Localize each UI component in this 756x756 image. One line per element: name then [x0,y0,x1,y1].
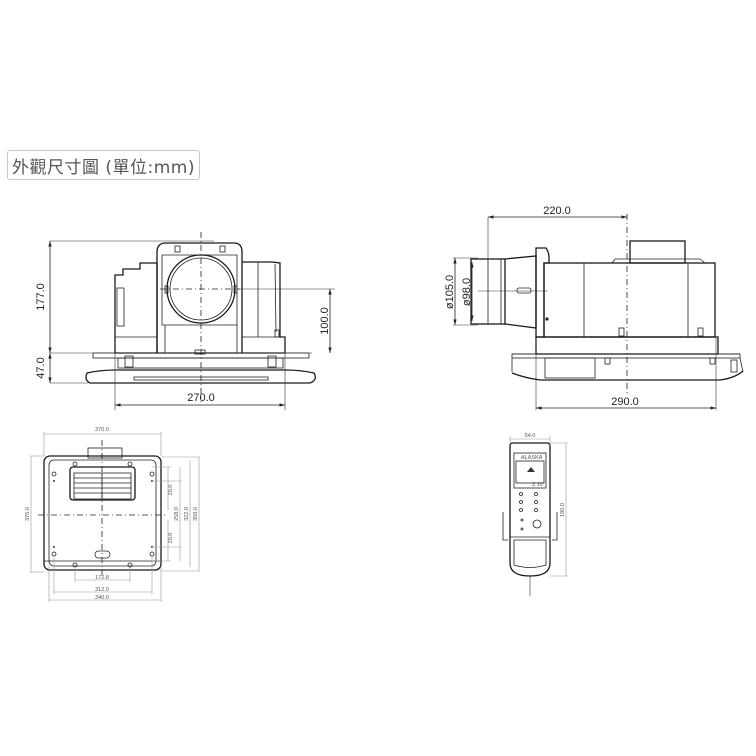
dim-172-8: 172.8 [95,575,109,581]
dim-20-top: 20.0 [168,485,174,496]
dim-370: 370.0 [95,427,109,433]
remote-control: ALASKA 2:10 54.0 180.0 [502,433,568,596]
dim-375: 375.0 [25,507,31,521]
diagram-title: 外觀尺寸圖 (單位:mm) [7,150,200,180]
remote-display: 2:10 [532,482,543,488]
dim-290: 290.0 [611,396,639,408]
dim-340: 340.0 [95,595,109,601]
front-view [85,232,316,402]
dim-100: 100.0 [319,307,331,335]
dim-47: 47.0 [35,357,47,378]
dim-remote-180: 180.0 [560,503,566,517]
bottom-view [38,440,168,575]
dim-358: 358.0 [193,507,199,521]
bottom-dimensions: 370.0 375.0 20.0 20.0 258.0 322.0 358.0 … [25,427,200,602]
dim-177: 177.0 [35,283,47,311]
dim-dia-98: ø98.0 [461,278,473,306]
dim-258: 258.0 [174,507,180,521]
front-dimensions: 177.0 47.0 100.0 270.0 [35,240,335,410]
side-view [470,214,744,395]
dim-dia-105: ø105.0 [444,275,456,309]
dim-remote-54: 54.0 [525,433,536,439]
dim-220: 220.0 [543,205,571,217]
dim-312: 312.0 [95,587,109,593]
dim-322: 322.0 [184,507,190,521]
dim-270: 270.0 [187,392,215,404]
dim-20-bottom: 20.0 [168,533,174,544]
remote-brand: ALASKA [521,455,543,461]
side-dimensions: 220.0 ø105.0 ø98.0 290.0 [444,205,717,410]
